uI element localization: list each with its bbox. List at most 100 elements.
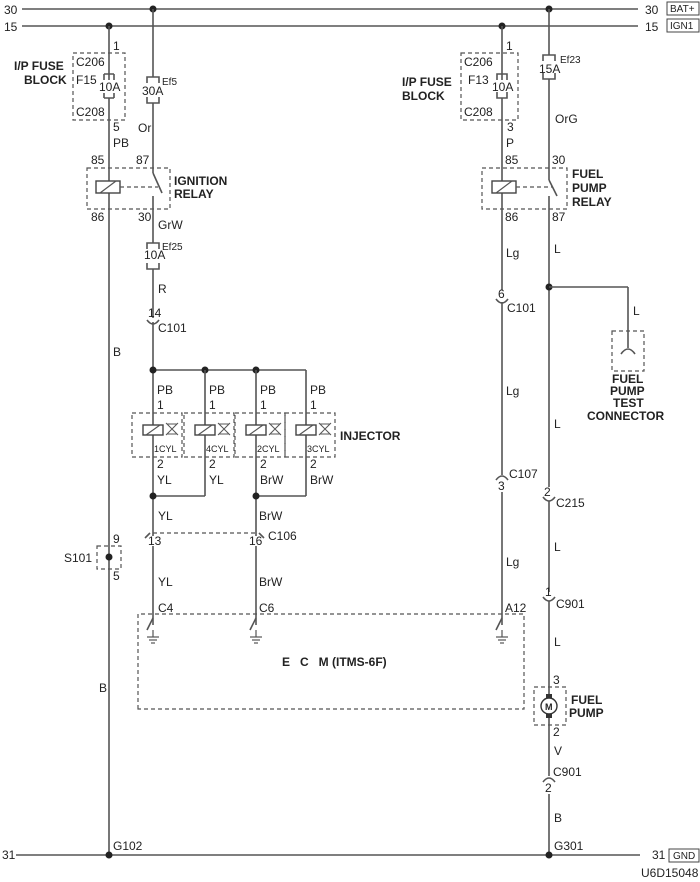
wire-color-label: YL (158, 575, 173, 589)
connector-label: C208 (76, 105, 105, 119)
connector-label: C101 (507, 301, 536, 315)
pin-label: A12 (505, 601, 527, 615)
relay-title: IGNITION (174, 174, 227, 188)
cylinder-label: 1CYL (154, 444, 177, 454)
fuse-rating: 15A (539, 62, 560, 76)
pin-label: 3 (498, 479, 505, 493)
relay-title: PUMP (572, 181, 607, 195)
wire-color-label: PB (157, 383, 173, 397)
relay-title: FUEL (572, 167, 603, 181)
pin-label: 1 (209, 398, 216, 412)
wire-color-label: R (158, 282, 167, 296)
ecm: C4 C6 A12 E C M (ITMS-6F) (137, 601, 527, 710)
bus-15-number-right: 15 (645, 20, 659, 34)
pin-label: 2 (209, 457, 216, 471)
fuel-pump-relay: 85 30 86 87 FUEL PUMP RELAY (481, 153, 612, 224)
pin-label: 16 (249, 534, 263, 548)
connector-c107: 3 C107 (495, 467, 538, 493)
pin-label: 13 (148, 534, 162, 548)
fuse-ef23: 15A Ef23 (539, 54, 581, 80)
wire-color-label: B (113, 345, 121, 359)
splice-label: S101 (64, 551, 92, 565)
fuse-name: Ef25 (162, 242, 183, 253)
ecm-driver-switch (146, 617, 159, 644)
wire-color-label: L (554, 417, 561, 431)
wire-color-label: BrW (259, 575, 283, 589)
pin-label: 5 (113, 120, 120, 134)
fuse-ef5: 30A Ef5 (142, 76, 177, 104)
pin-label: 30 (552, 153, 566, 167)
connector-label: C215 (556, 496, 585, 510)
wire-color-label: L (554, 242, 561, 256)
pin-label: 1 (260, 398, 267, 412)
ground-label: G301 (554, 839, 584, 853)
bus-31-tag: GND (673, 851, 695, 862)
fuse-name: F15 (76, 73, 97, 87)
pin-label: C6 (259, 601, 275, 615)
pin-label: 1 (113, 39, 120, 53)
fuel-pump-title: FUEL (571, 693, 602, 707)
connector-label: C206 (76, 55, 105, 69)
fuel-pump-title: PUMP (569, 706, 604, 720)
connector-label: C206 (464, 55, 493, 69)
wire-color-label: YL (157, 473, 172, 487)
relay-title: RELAY (174, 187, 214, 201)
pin-label: 2 (260, 457, 267, 471)
bus-30-number: 30 (4, 3, 18, 17)
wire-color-label: B (554, 811, 562, 825)
pin-label: 2 (310, 457, 317, 471)
test-connector-title: CONNECTOR (587, 409, 664, 423)
pin-label: 14 (148, 306, 162, 320)
wire-color-label: PB (113, 136, 129, 150)
pin-label: 30 (138, 210, 152, 224)
fuse-rating: 10A (144, 248, 165, 262)
wire-color-label: YL (158, 509, 173, 523)
motor-icon (540, 697, 558, 715)
ecm-title: E C M (ITMS-6F) (282, 655, 387, 669)
bus-31-number: 31 (2, 848, 16, 862)
wire-color-label: BrW (260, 473, 284, 487)
pin-label: 3 (553, 673, 560, 687)
pin-label: 85 (505, 153, 519, 167)
wire-color-label: L (554, 635, 561, 649)
wire-color-label: YL (209, 473, 224, 487)
pin-label: 85 (91, 153, 105, 167)
test-connector-title: PUMP (610, 384, 645, 398)
fuse-rating: 10A (99, 80, 120, 94)
connector-label: C901 (556, 597, 585, 611)
cylinder-label: 4CYL (206, 444, 229, 454)
wire-color-label: Lg (506, 555, 519, 569)
wire-color-label: PB (260, 383, 276, 397)
bus-30: 30 30 BAT+ (4, 1, 700, 17)
wire-color-label: Lg (506, 384, 519, 398)
injector-title: INJECTOR (340, 429, 401, 443)
cylinder-label: 3CYL (307, 444, 330, 454)
connector-label: C107 (509, 467, 538, 481)
connector-label: C106 (268, 529, 297, 543)
ip-fuse-block-right: 1 C206 F13 10A C208 3 I/P FUSE BLOCK (402, 39, 519, 134)
connector-label: C101 (158, 321, 187, 335)
wire-color-label: PB (310, 383, 326, 397)
fuse-block-title: I/P FUSE (14, 59, 64, 73)
pin-label: 87 (552, 210, 566, 224)
pin-label: 2 (553, 725, 560, 739)
bus-31-number-right: 31 (652, 848, 666, 862)
pin-label: 86 (505, 210, 519, 224)
pin-label: 6 (498, 287, 505, 301)
fuse-block-title: BLOCK (24, 73, 67, 87)
fuse-block-title: I/P FUSE (402, 75, 452, 89)
diagram-id: U6D15048 (641, 866, 699, 880)
bus-30-tag: BAT+ (670, 4, 695, 15)
pin-label: 3 (507, 120, 514, 134)
bus-15: 15 15 IGN1 (4, 18, 700, 34)
fuel-pump: 3 M 2 FUEL PUMP (533, 673, 604, 739)
connector-c901-b: C901 2 (542, 765, 582, 795)
test-connector-title: TEST (613, 396, 644, 410)
bus-31: 31 31 GND (2, 848, 700, 863)
pin-label: 1 (310, 398, 317, 412)
